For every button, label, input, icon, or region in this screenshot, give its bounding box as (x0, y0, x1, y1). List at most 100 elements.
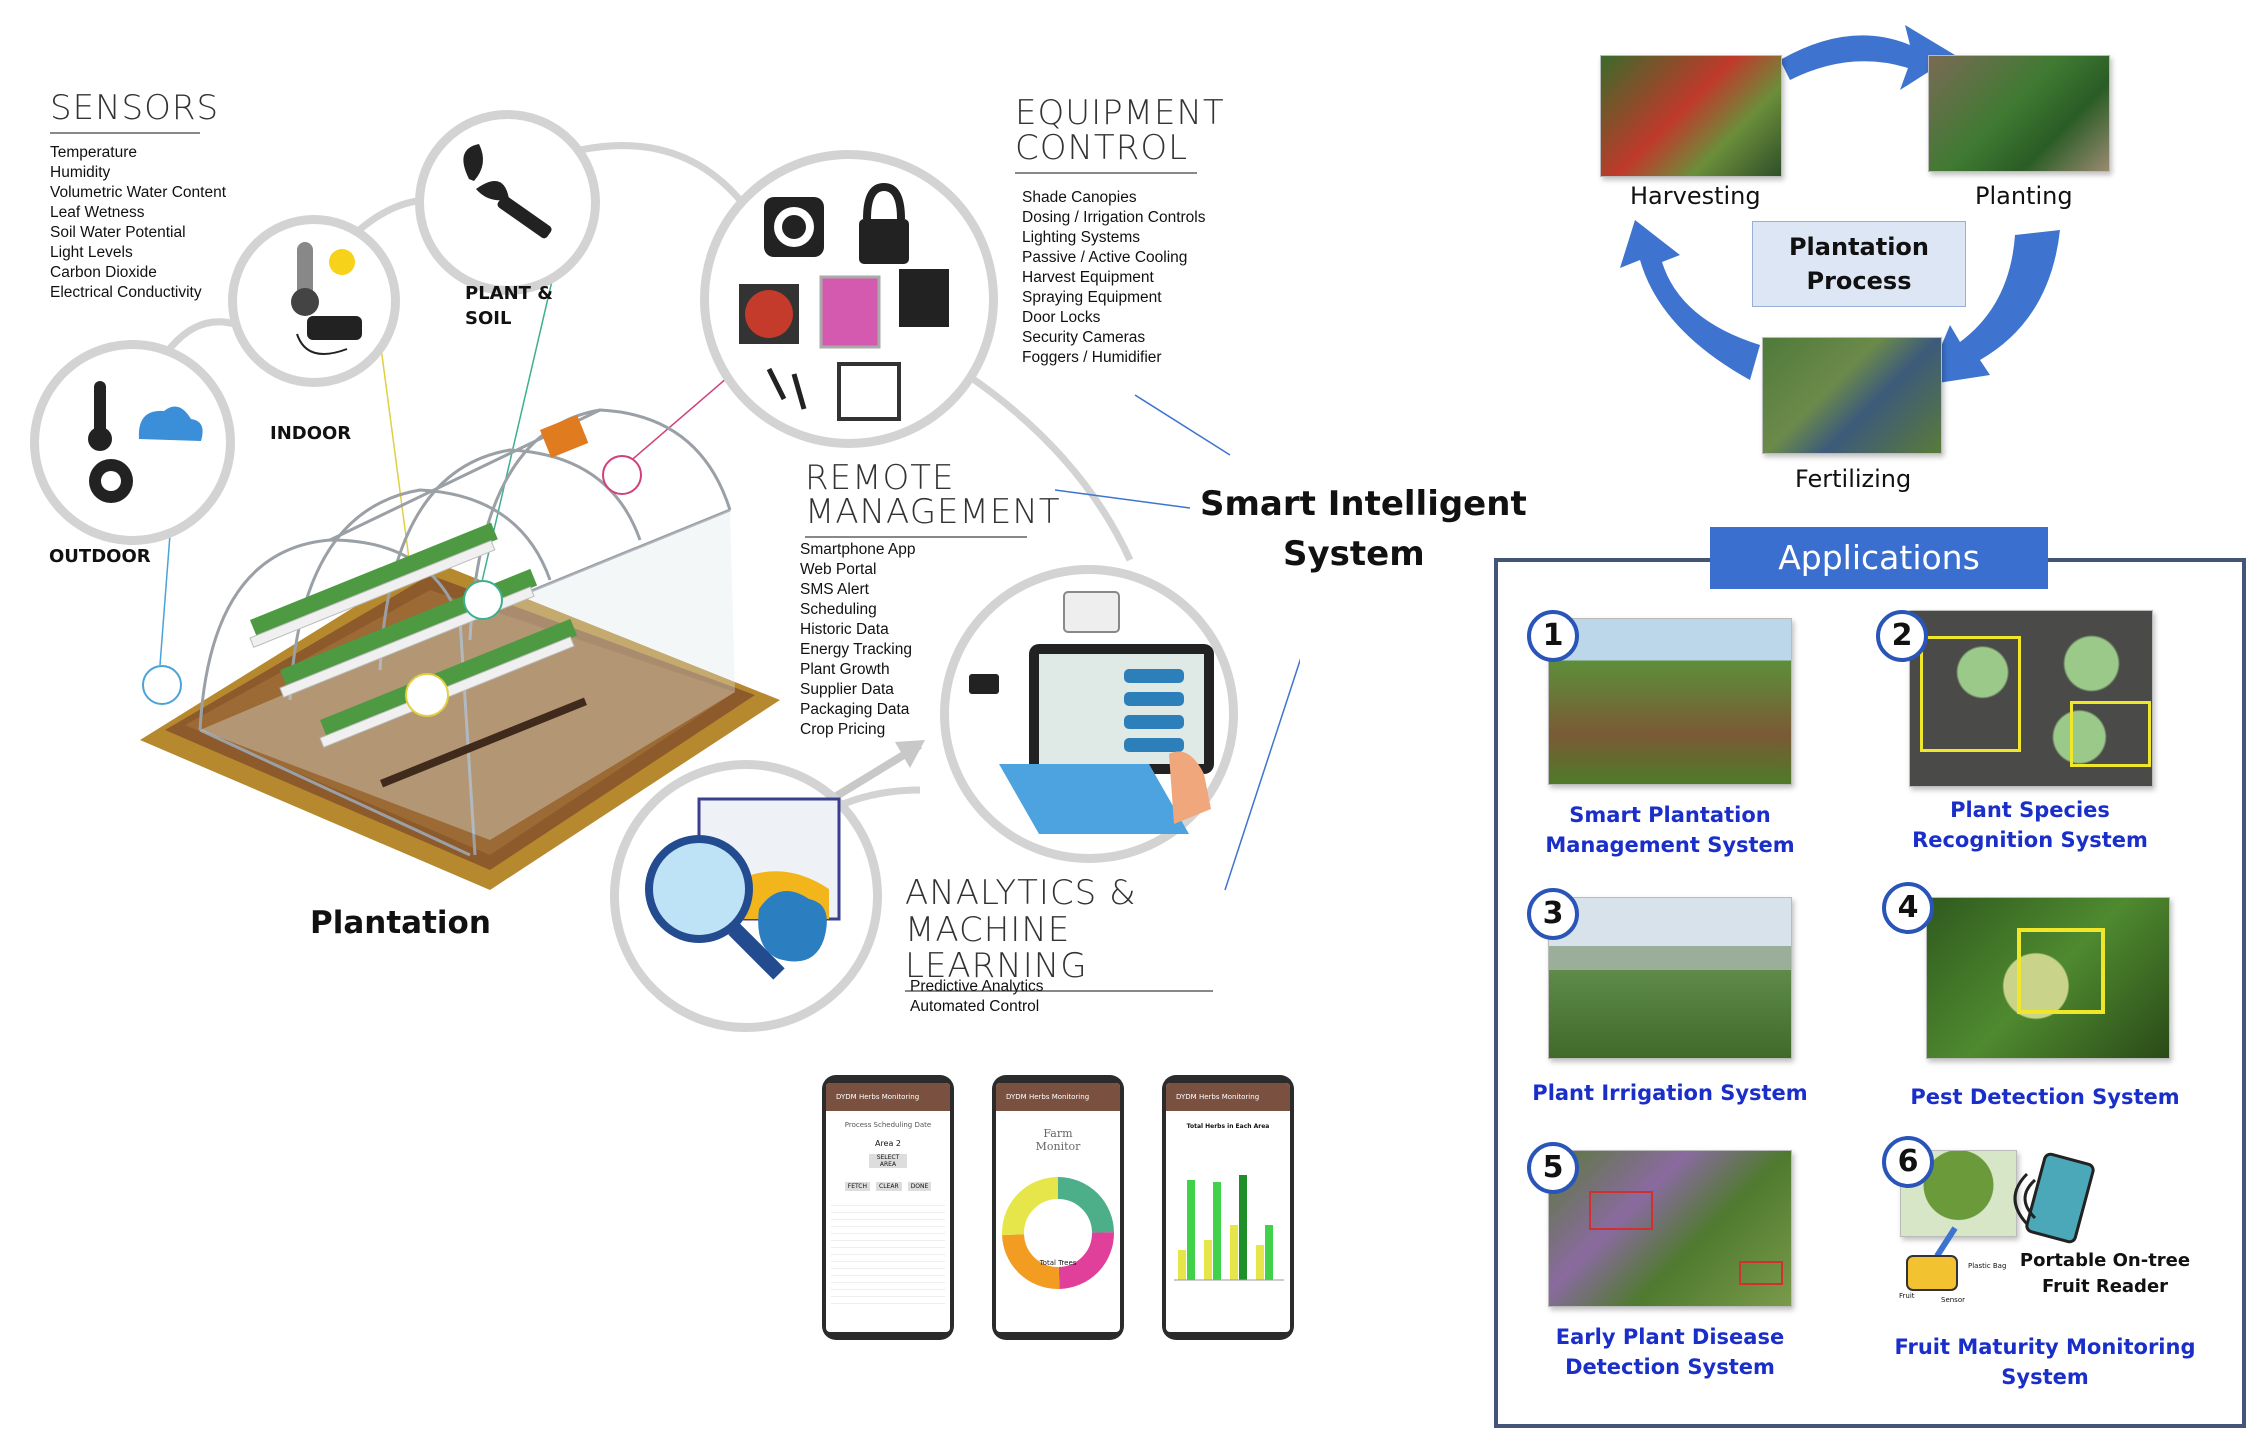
fruit-sensor-icon (1906, 1255, 1958, 1291)
sensors-heading: SENSORS (50, 90, 218, 134)
fetch-button[interactable]: FETCH (844, 1182, 871, 1191)
list-item: Automated Control (910, 998, 1040, 1015)
sun-icon (329, 249, 355, 275)
label-plant-soil-1: PLANT & (465, 283, 553, 304)
app4-photo (1926, 897, 2170, 1059)
app-bar: DYDM Herbs Monitoring (1166, 1083, 1290, 1111)
process-cycle-arrows (1620, 25, 2060, 385)
list-item: Carbon Dioxide (50, 264, 157, 281)
list-item: Historic Data (800, 621, 889, 638)
list-item: Crop Pricing (800, 721, 886, 738)
list-item: Leaf Wetness (50, 204, 145, 221)
list-item: Dosing / Irrigation Controls (1022, 209, 1206, 226)
app-bar: DYDM Herbs Monitoring (826, 1083, 950, 1111)
p2-title-1: Farm (1043, 1127, 1073, 1140)
app1-number: 1 (1527, 610, 1579, 662)
sensor-label: Sensor (1941, 1296, 1965, 1304)
fruit-reader-illustration (1906, 1152, 2095, 1291)
donut-chart (1002, 1177, 1114, 1289)
app3-number: 3 (1527, 888, 1579, 940)
equipment-heading-1: EQUIPMENT (1015, 93, 1225, 133)
label-outdoor: OUTDOOR (49, 546, 151, 567)
leaf-icon (463, 144, 483, 181)
clear-button[interactable]: CLEAR (876, 1182, 902, 1191)
app6-number: 6 (1882, 1136, 1934, 1188)
equipment-heading-2: CONTROL (1015, 130, 1197, 174)
greenhouse-illustration (140, 408, 780, 890)
list-item: SMS Alert (800, 581, 869, 598)
list-item: Harvest Equipment (1022, 269, 1154, 286)
list-item: Soil Water Potential (50, 224, 186, 241)
smart-system-label-2: System (1283, 534, 1425, 574)
detection-box (2017, 928, 2105, 1014)
pointer-arrow-icon (1934, 1226, 1958, 1258)
detection-box (1920, 636, 2021, 752)
router-icon (969, 674, 999, 694)
app1-photo (1548, 618, 1792, 785)
detection-box (1589, 1191, 1653, 1230)
list-item: Packaging Data (800, 701, 910, 718)
phone-herb-chart: DYDM Herbs Monitoring Total Herbs in Eac… (1162, 1075, 1294, 1340)
equipment-circle (700, 150, 998, 448)
app5-number: 5 (1527, 1142, 1579, 1194)
list-item: Predictive Analytics (910, 978, 1044, 995)
list-item: Foggers / Humidifier (1022, 349, 1162, 366)
planting-photo (1928, 55, 2110, 172)
p1-select-button[interactable]: SELECT AREA (869, 1154, 907, 1168)
list-item: Shade Canopies (1022, 189, 1137, 206)
remote-list: Smartphone App Web Portal SMS Alert Sche… (800, 540, 915, 740)
app2-photo (1909, 610, 2153, 787)
list-item: Smartphone App (800, 541, 916, 558)
fertilizing-photo (1762, 337, 1942, 454)
equipment-list: Shade Canopies Dosing / Irrigation Contr… (1022, 188, 1206, 368)
list-item: Scheduling (800, 601, 877, 618)
hand-icon (1169, 751, 1211, 824)
remote-heading-1: REMOTE (805, 458, 955, 498)
sprayer-icon (766, 367, 807, 410)
plantation-label: Plantation (310, 905, 491, 941)
list-item: Light Levels (50, 244, 133, 261)
label-indoor: INDOOR (270, 423, 352, 444)
analytics-circle (610, 760, 882, 1032)
brain-icon (758, 891, 827, 962)
soil-probe-icon (497, 195, 552, 239)
thermometer-icon (94, 381, 106, 436)
planting-label: Planting (1975, 182, 2073, 210)
list-item: Passive / Active Cooling (1022, 249, 1188, 266)
process-center-2: Process (1806, 267, 1912, 295)
marker-outdoor (142, 665, 182, 705)
app2-number: 2 (1876, 610, 1928, 662)
shade-canopy-icon (837, 362, 901, 421)
analytics-list: Predictive Analytics Automated Control (910, 977, 1044, 1017)
cloud-icon (138, 406, 203, 441)
list-item: Spraying Equipment (1022, 289, 1162, 306)
app4-number: 4 (1882, 882, 1934, 934)
smart-system-label-1: Smart Intelligent (1200, 484, 1527, 524)
done-button[interactable]: DONE (907, 1182, 932, 1191)
indoor-circle (228, 215, 400, 387)
process-center-1: Plantation (1788, 233, 1930, 261)
app4-title: Pest Detection System (1910, 1085, 2180, 1109)
harvesting-photo (1600, 55, 1782, 177)
analytics-heading-2: MACHINE LEARNING (905, 912, 1213, 992)
schedule-table (831, 1199, 945, 1309)
phone-farm-monitor: DYDM Herbs Monitoring Farm Monitor Total… (992, 1075, 1124, 1340)
p1-area: Area 2 (874, 1139, 902, 1148)
app-bar: DYDM Herbs Monitoring (996, 1083, 1120, 1111)
sensors-list: Temperature Humidity Volumetric Water Co… (50, 143, 226, 303)
list-item: Web Portal (800, 561, 877, 578)
analytics-heading-1: ANALYTICS & (905, 873, 1137, 913)
list-item: Plant Growth (800, 661, 890, 678)
magnifier-icon (645, 835, 753, 943)
p2-title-2: Monitor (1035, 1140, 1081, 1153)
detection-box (2070, 701, 2151, 767)
harvesting-label: Harvesting (1630, 182, 1761, 210)
list-item: Volumetric Water Content (50, 184, 227, 201)
lock-icon (859, 219, 909, 264)
marker-plant (463, 580, 503, 620)
reader-phone-icon (2025, 1152, 2095, 1244)
